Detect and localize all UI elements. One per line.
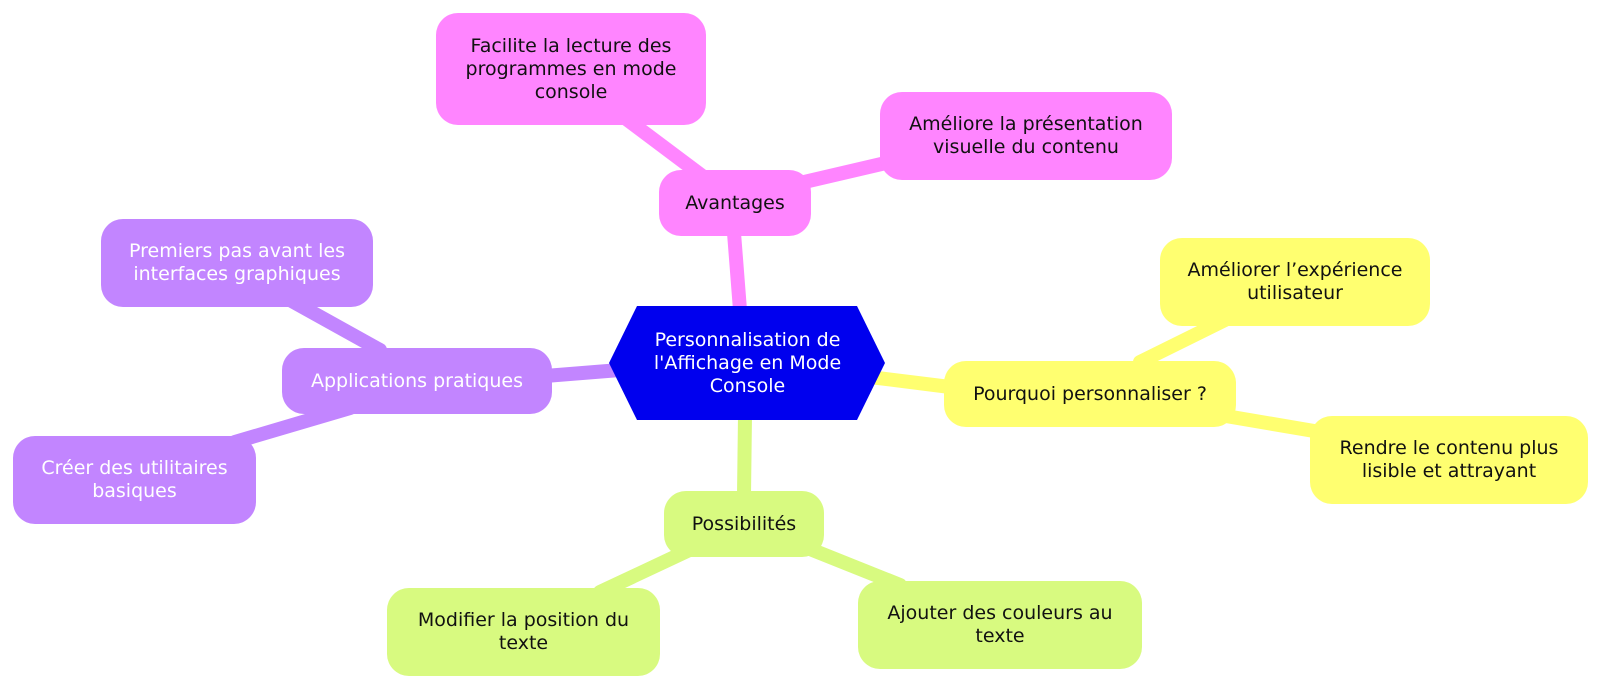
node-creer-utilitaires-label: Créer des utilitaires basiques bbox=[41, 457, 228, 502]
edge-pourquoi-ameliorer bbox=[1133, 313, 1232, 369]
node-avantages-label: Avantages bbox=[685, 191, 785, 214]
edge-pourquoi-rendre bbox=[1213, 408, 1327, 439]
node-ameliore-presentation-label: Améliore la présentation visuelle du con… bbox=[909, 113, 1143, 158]
edge-root-possibilites bbox=[737, 408, 752, 502]
edge-avantages-facilite bbox=[618, 111, 712, 185]
node-applications[interactable]: Applications pratiques bbox=[282, 348, 552, 414]
node-possibilites[interactable]: Possibilités bbox=[664, 491, 824, 557]
node-ameliorer-experience[interactable]: Améliorer l’expérience utilisateur bbox=[1160, 238, 1430, 326]
edge-avantages-ameliore bbox=[793, 155, 897, 190]
node-rendre-lisible[interactable]: Rendre le contenu plus lisible et attray… bbox=[1310, 416, 1588, 504]
node-ajouter-couleurs-label: Ajouter des couleurs au texte bbox=[887, 602, 1113, 647]
root-node[interactable]: Personnalisation de l'Affichage en Mode … bbox=[630, 306, 865, 420]
node-ajouter-couleurs[interactable]: Ajouter des couleurs au texte bbox=[858, 581, 1142, 669]
node-pourquoi[interactable]: Pourquoi personnaliser ? bbox=[944, 361, 1236, 427]
node-facilite-lecture[interactable]: Facilite la lecture des programmes en mo… bbox=[436, 13, 706, 125]
edge-applications-premiers bbox=[283, 293, 387, 357]
node-avantages[interactable]: Avantages bbox=[659, 170, 811, 236]
edge-root-pourquoi bbox=[863, 370, 957, 394]
node-rendre-lisible-label: Rendre le contenu plus lisible et attray… bbox=[1339, 437, 1559, 482]
node-premiers-pas-label: Premiers pas avant les interfaces graphi… bbox=[128, 240, 345, 285]
root-label: Personnalisation de l'Affichage en Mode … bbox=[653, 328, 842, 397]
node-applications-label: Applications pratiques bbox=[310, 369, 524, 392]
node-ameliore-presentation[interactable]: Améliore la présentation visuelle du con… bbox=[880, 92, 1172, 180]
edge-root-applications bbox=[538, 363, 627, 383]
node-facilite-lecture-label: Facilite la lecture des programmes en mo… bbox=[465, 34, 677, 103]
node-pourquoi-label: Pourquoi personnaliser ? bbox=[973, 382, 1207, 405]
node-modifier-position[interactable]: Modifier la position du texte bbox=[387, 588, 660, 676]
root-hexagon-shape bbox=[609, 306, 885, 420]
node-ameliorer-experience-label: Améliorer l’expérience utilisateur bbox=[1187, 259, 1403, 304]
node-possibilites-label: Possibilités bbox=[691, 512, 797, 535]
edge-possibilites-ajouter bbox=[793, 538, 907, 592]
node-creer-utilitaires[interactable]: Créer des utilitaires basiques bbox=[13, 436, 256, 524]
node-premiers-pas[interactable]: Premiers pas avant les interfaces graphi… bbox=[101, 219, 373, 307]
node-modifier-position-label: Modifier la position du texte bbox=[417, 609, 630, 654]
